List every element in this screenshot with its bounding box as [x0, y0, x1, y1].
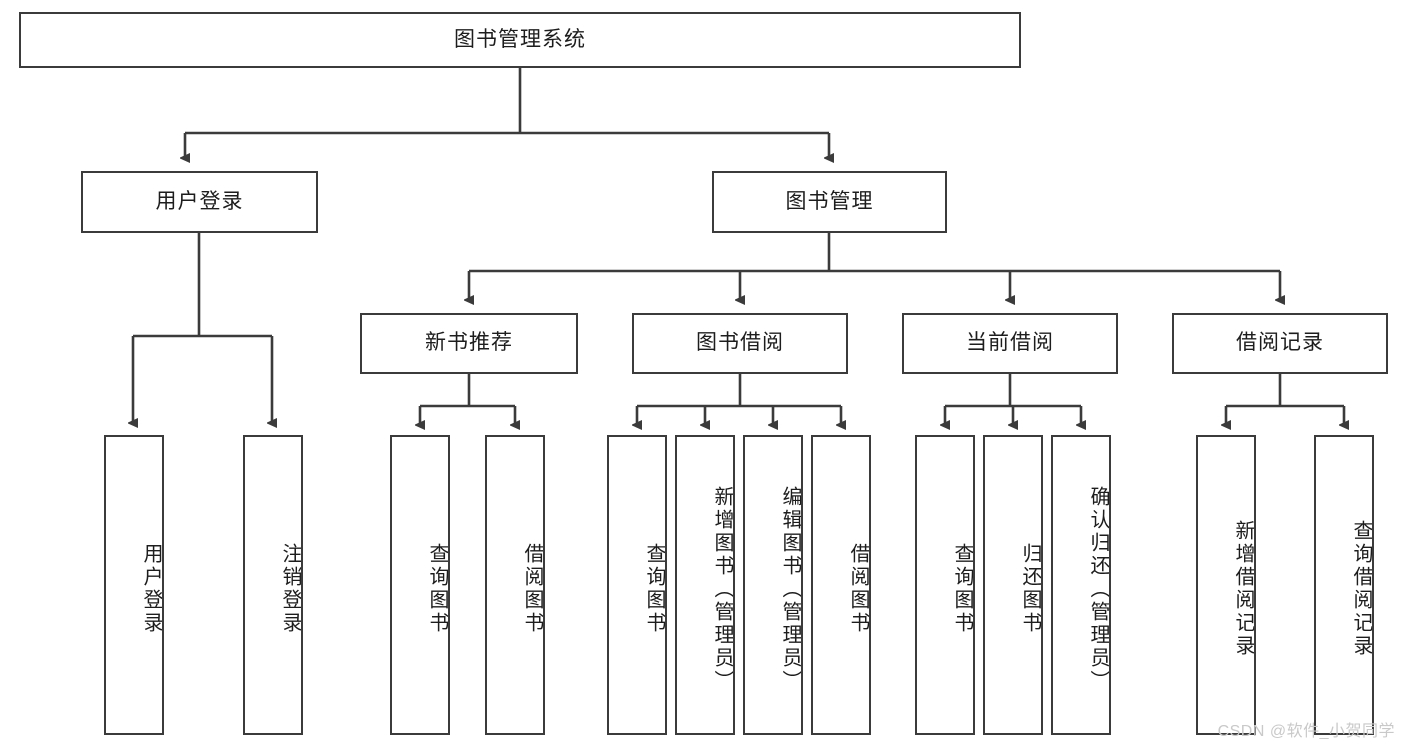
node-user-login[interactable]: 用户登录 — [81, 171, 318, 233]
node-label: 图书管理系统 — [454, 27, 586, 51]
node-label: 借阅图书 — [847, 543, 869, 635]
node-label: 新增借阅记录 — [1232, 520, 1254, 658]
node-label: 当前借阅 — [966, 331, 1054, 355]
node-new-book-rec[interactable]: 新书推荐 — [360, 313, 578, 374]
node-label: 注销登录 — [279, 543, 301, 635]
node-label: 图书借阅 — [696, 331, 784, 355]
leaf-user-logout[interactable]: 注销登录 — [243, 435, 303, 735]
csdn-watermark: CSDN @软件_小贺同学 — [1217, 723, 1395, 740]
node-book-borrow[interactable]: 图书借阅 — [632, 313, 848, 374]
leaf-query-book-3[interactable]: 查询图书 — [915, 435, 975, 735]
node-label: 归还图书 — [1019, 543, 1041, 635]
leaf-query-book-1[interactable]: 查询图书 — [390, 435, 450, 735]
leaf-edit-book[interactable]: 编辑图书（管理员） — [743, 435, 803, 735]
leaf-query-book-2[interactable]: 查询图书 — [607, 435, 667, 735]
node-label: 图书管理 — [785, 189, 874, 213]
node-label: 借阅图书 — [521, 543, 543, 635]
node-label: 编辑图书（管理员） — [779, 485, 801, 693]
node-label: 查询图书 — [643, 543, 665, 635]
node-current-borrow[interactable]: 当前借阅 — [902, 313, 1118, 374]
node-label: 新书推荐 — [425, 331, 513, 355]
leaf-return-book[interactable]: 归还图书 — [983, 435, 1043, 735]
node-label: 查询借阅记录 — [1350, 520, 1372, 658]
node-label: 查询图书 — [951, 543, 973, 635]
leaf-user-login[interactable]: 用户登录 — [104, 435, 164, 735]
leaf-query-record[interactable]: 查询借阅记录 — [1314, 435, 1374, 735]
leaf-confirm-return[interactable]: 确认归还（管理员） — [1051, 435, 1111, 735]
node-label: 借阅记录 — [1236, 331, 1324, 355]
node-label: 用户登录 — [140, 543, 162, 635]
node-root-system[interactable]: 图书管理系统 — [19, 12, 1021, 68]
leaf-borrow-book-2[interactable]: 借阅图书 — [811, 435, 871, 735]
node-book-manage[interactable]: 图书管理 — [712, 171, 947, 233]
leaf-add-book[interactable]: 新增图书（管理员） — [675, 435, 735, 735]
node-label: 新增图书（管理员） — [711, 485, 733, 693]
node-borrow-record[interactable]: 借阅记录 — [1172, 313, 1388, 374]
node-label: 确认归还（管理员） — [1087, 485, 1109, 693]
leaf-borrow-book-1[interactable]: 借阅图书 — [485, 435, 545, 735]
node-label: 用户登录 — [155, 189, 244, 213]
node-label: 查询图书 — [426, 543, 448, 635]
leaf-add-record[interactable]: 新增借阅记录 — [1196, 435, 1256, 735]
